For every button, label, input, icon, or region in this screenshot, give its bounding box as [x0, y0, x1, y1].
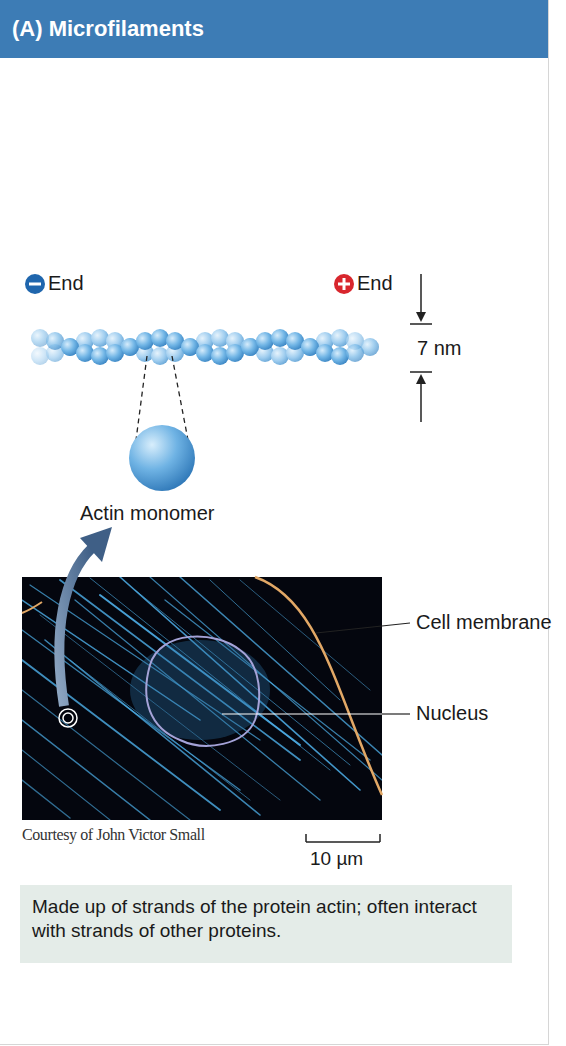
- description-box: Made up of strands of the protein actin;…: [20, 885, 512, 963]
- scale-label: 10 µm: [310, 848, 363, 870]
- end-label: End: [357, 272, 393, 295]
- part-label: Nucleus: [416, 702, 488, 725]
- part-label: Actin monomer: [80, 502, 215, 525]
- figure-title: (A) Microfilaments: [12, 16, 204, 42]
- end-label: End: [48, 272, 84, 295]
- credit-note: Courtesy of John Victor Small: [22, 826, 205, 844]
- box-text: Made up of strands of the protein actin;…: [32, 895, 500, 943]
- dimension-label: 7 nm: [417, 337, 461, 360]
- part-label: Cell membrane: [416, 610, 556, 634]
